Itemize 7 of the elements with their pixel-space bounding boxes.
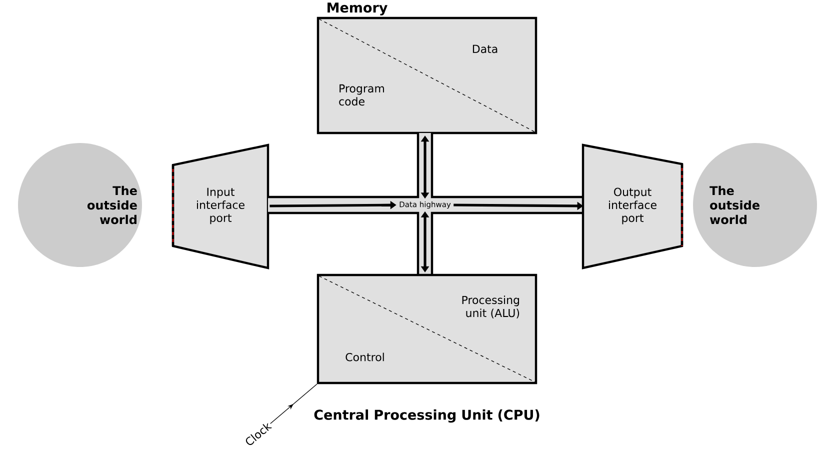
cpu-box: Processing unit (ALU) Control Central Processing Unit (CPU) — [314, 274, 540, 423]
memory-box: Memory Data Program code — [316, 2, 538, 134]
interface-port: Input interface port — [172, 144, 270, 270]
arrow — [270, 384, 318, 424]
interface-port: Output interface port — [582, 144, 684, 270]
node-label: Memory — [328, 2, 388, 16]
node-label: Central Processing Unit (CPU) — [314, 409, 540, 423]
